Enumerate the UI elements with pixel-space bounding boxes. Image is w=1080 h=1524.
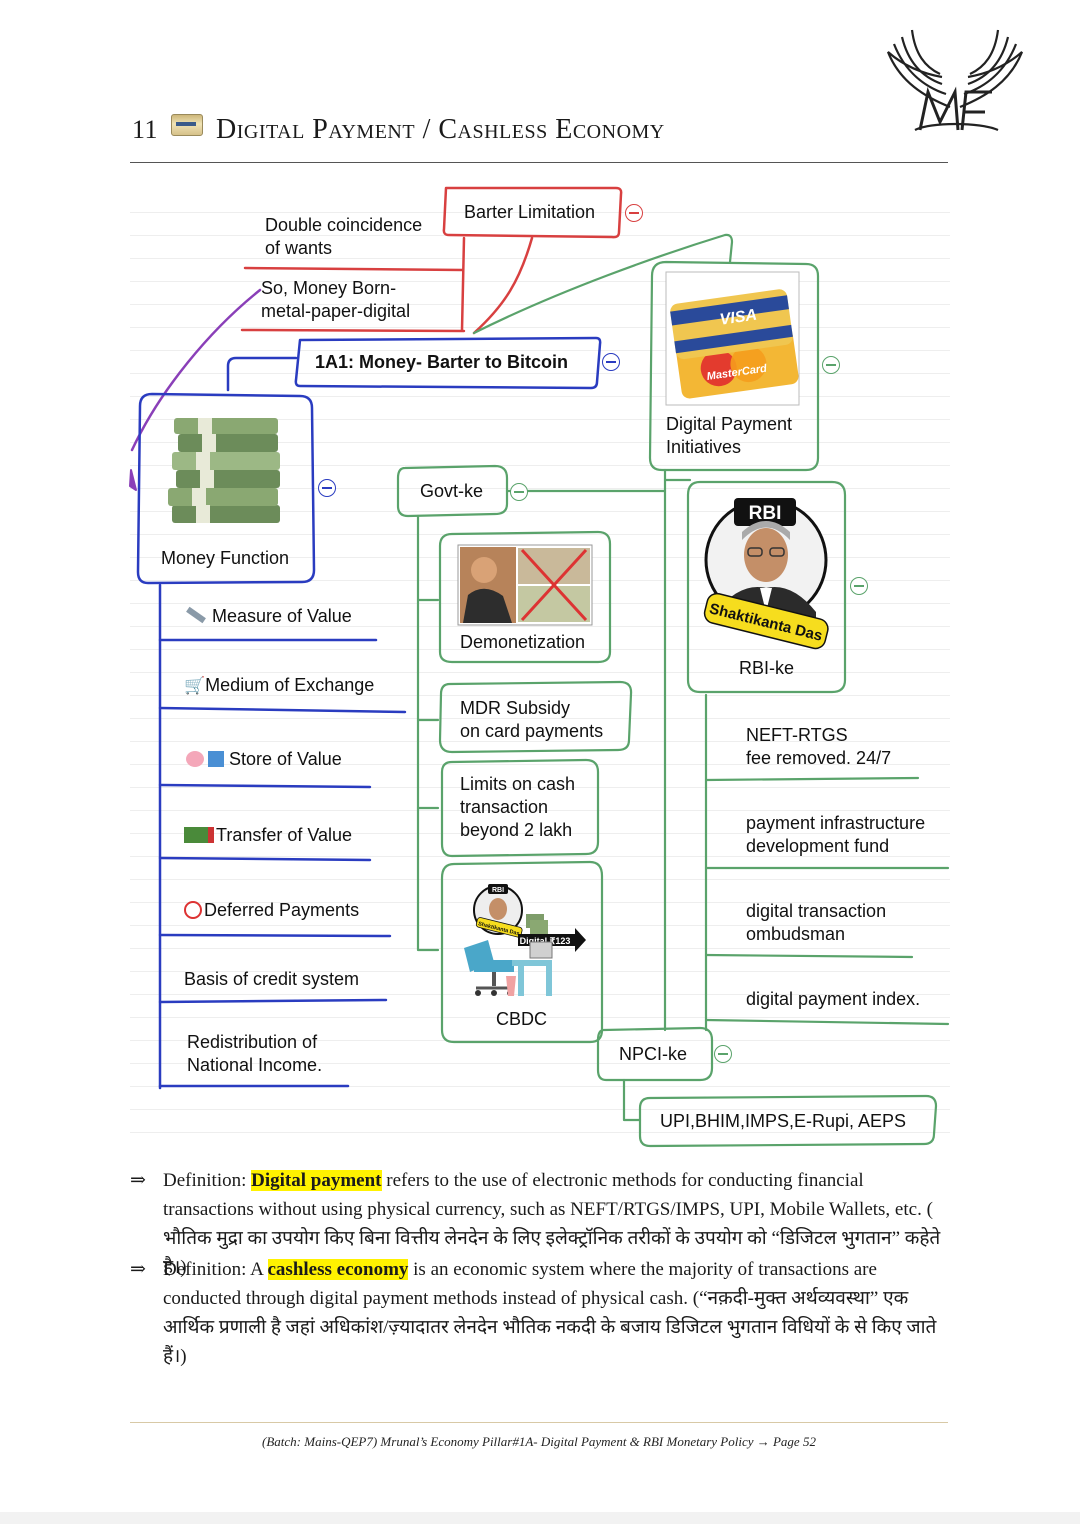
node-money-born-line1: So, Money Born-: [261, 278, 397, 298]
credit-card-icon: [171, 114, 204, 136]
node-mdr-line1: MDR Subsidy: [460, 698, 571, 718]
implies-arrow-icon: ⇒: [130, 1170, 146, 1191]
node-central-topic: 1A1: Money- Barter to Bitcoin: [315, 352, 569, 372]
rbi-item-neft-line2: fee removed. 24/7: [746, 748, 892, 768]
node-cash-limits-line3: beyond 2 lakh: [460, 820, 573, 840]
ruler-icon: [186, 606, 206, 624]
svg-text:VISA: VISA: [719, 307, 758, 329]
footer-divider: [130, 1422, 948, 1423]
node-npci-products: UPI,BHIM,IMPS,E-Rupi, AEPS: [660, 1111, 907, 1131]
header-divider: [130, 162, 948, 163]
function-measure-of-value: Measure of Value: [186, 605, 352, 628]
chapter-number: 11: [132, 115, 159, 144]
node-digital-payment-line2: Initiatives: [666, 437, 742, 457]
term-cashless-economy: cashless economy: [267, 1259, 409, 1280]
function-redistribution-line2: National Income.: [187, 1055, 323, 1075]
node-npci: NPCI-ke: [619, 1044, 688, 1064]
rbi-item-ombudsman-line1: digital transaction: [746, 901, 887, 921]
rbi-governor-image: RBI Shaktikanta Das: [703, 498, 829, 650]
page-edge: [0, 1512, 1080, 1524]
node-double-coincidence-line2: of wants: [265, 238, 333, 258]
wings-logo-icon: [886, 29, 1024, 132]
chapter-heading: Digital Payment / Cashless Economy: [216, 114, 665, 145]
demonetization-image: [457, 544, 593, 626]
box-icon: [208, 751, 224, 767]
node-demonetization: Demonetization: [460, 632, 586, 652]
node-double-coincidence-line1: Double coincidence: [265, 215, 423, 235]
rbi-item-neft-line1: NEFT-RTGS: [746, 725, 848, 745]
svg-text:Digital ₹123: Digital ₹123: [520, 936, 571, 946]
node-barter-limitation: Barter Limitation: [464, 202, 596, 222]
node-money-function: Money Function: [161, 548, 290, 568]
node-money-born-line2: metal-paper-digital: [261, 301, 411, 321]
collapse-npci-icon[interactable]: [714, 1045, 732, 1063]
truck-icon: [184, 827, 214, 843]
term-digital-payment: Digital payment: [251, 1170, 382, 1191]
function-basis-of-credit: Basis of credit system: [184, 969, 360, 989]
rbi-item-infra-line2: development fund: [746, 836, 890, 856]
svg-text:RBI: RBI: [749, 503, 782, 524]
page-footer: (Batch: Mains-QEP7) Mrunal’s Economy Pil…: [262, 1434, 816, 1449]
node-cbdc: CBDC: [496, 1009, 548, 1029]
credit-cards-image: VISA MasterCard: [665, 271, 800, 406]
node-govt: Govt-ke: [420, 481, 484, 501]
implies-arrow-icon: ⇒: [130, 1259, 146, 1280]
node-mdr-line2: on card payments: [460, 721, 604, 741]
node-cash-limits-line2: transaction: [460, 797, 549, 817]
function-store-of-value: Store of Value: [186, 748, 342, 771]
collapse-rbi-icon[interactable]: [850, 577, 868, 595]
collapse-digital-payment-icon[interactable]: [822, 356, 840, 374]
collapse-central-topic-icon[interactable]: [602, 353, 620, 371]
definition-digital-payment: ⇒ Definition: Digital payment refers to …: [130, 1166, 950, 1282]
mindmap-canvas: [130, 190, 950, 1145]
rbi-item-infra-line1: payment infrastructure: [746, 813, 926, 833]
money-stack-image: [168, 418, 280, 523]
svg-text:RBI: RBI: [492, 887, 504, 894]
function-transfer-of-value: Transfer of Value: [184, 824, 352, 847]
chapter-title: 11 Digital Payment / Cashless Economy: [132, 114, 665, 146]
function-medium-of-exchange: 🛒Medium of Exchange: [184, 675, 375, 695]
node-cash-limits-line1: Limits on cash: [460, 774, 576, 794]
definition-cashless-economy: ⇒ Definition: A cashless economy is an e…: [130, 1255, 950, 1371]
collapse-money-function-icon[interactable]: [318, 479, 336, 497]
rbi-item-payment-index: digital payment index.: [746, 989, 921, 1009]
node-digital-payment-line1: Digital Payment: [666, 414, 793, 434]
shopping-cart-icon: 🛒: [184, 676, 206, 695]
piggy-bank-icon: [186, 751, 204, 767]
collapse-govt-icon[interactable]: [510, 483, 528, 501]
collapse-barter-icon[interactable]: [625, 204, 643, 222]
alarm-clock-icon: [184, 901, 202, 919]
function-deferred-payments: Deferred Payments: [184, 899, 359, 922]
cbdc-image: RBI Shaktikanta Das Digital ₹123: [464, 884, 586, 996]
rbi-item-ombudsman-line2: ombudsman: [746, 924, 846, 944]
node-rbi-ke: RBI-ke: [739, 658, 795, 678]
function-redistribution-line1: Redistribution of: [187, 1032, 318, 1052]
